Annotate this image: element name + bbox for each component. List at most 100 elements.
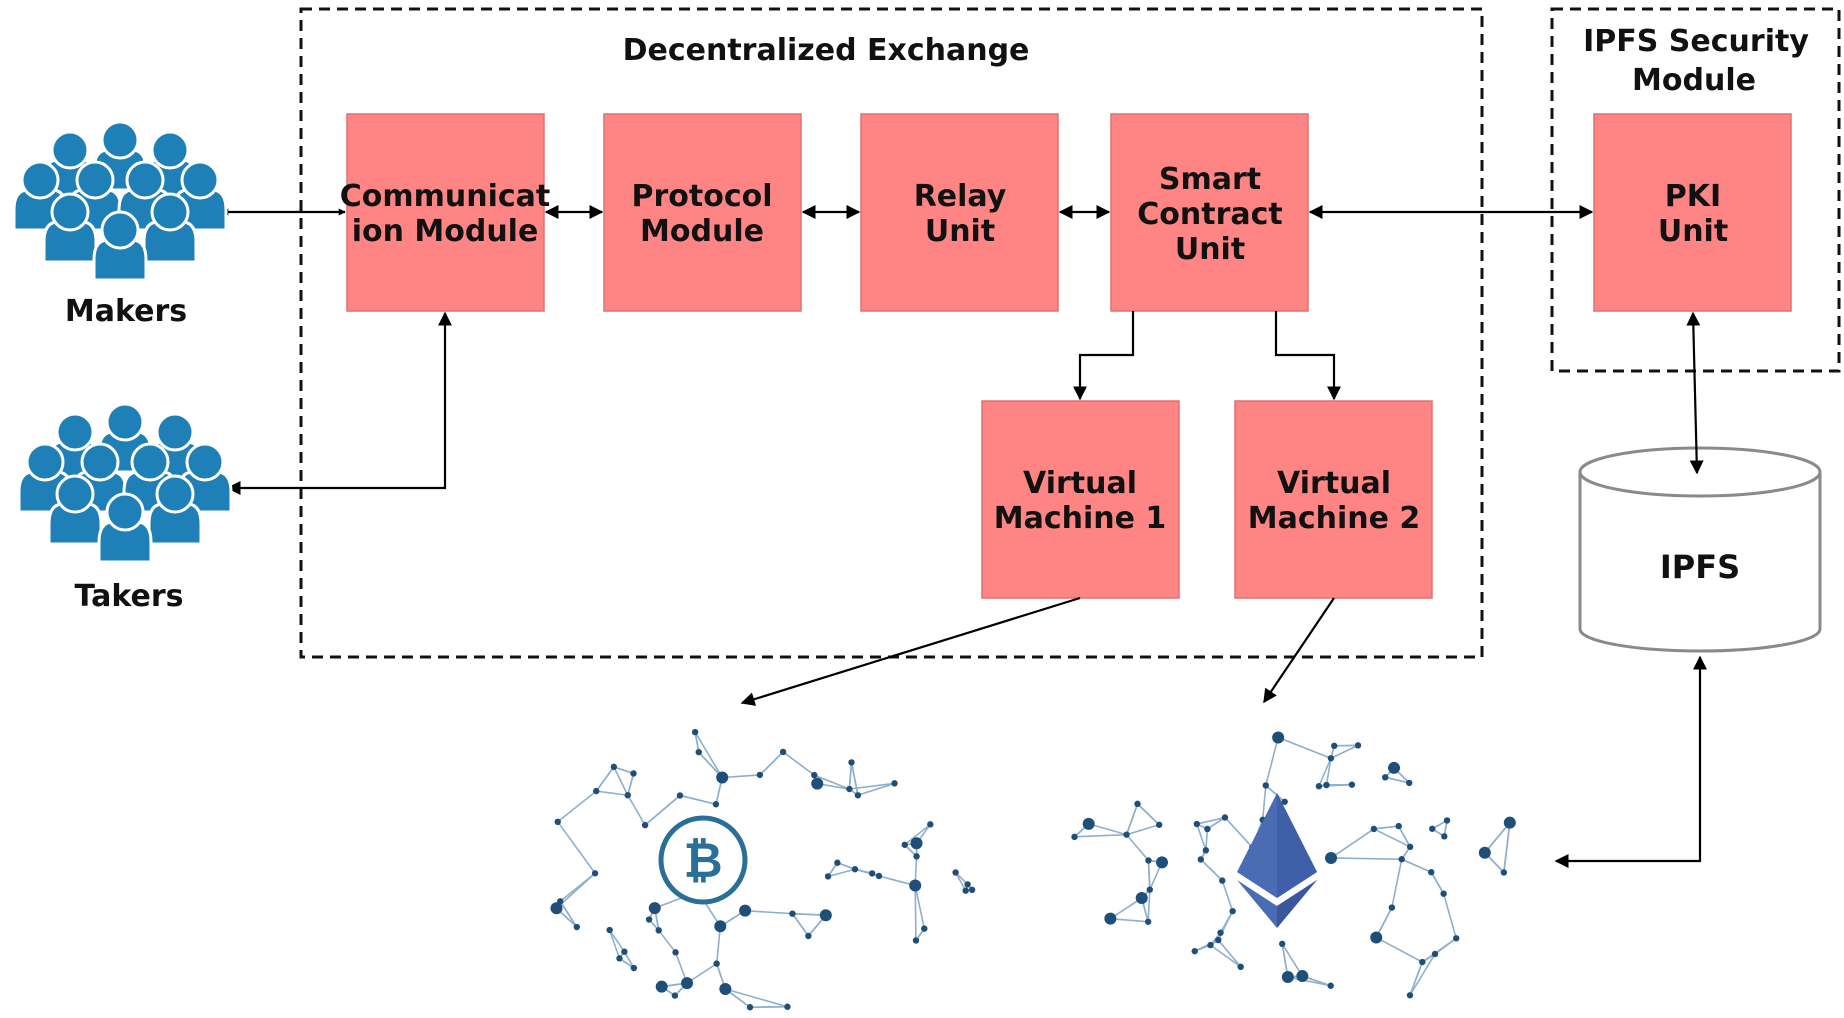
network-node xyxy=(610,763,618,771)
relay-unit-block: Relay Unit xyxy=(860,113,1059,312)
network-node xyxy=(1441,833,1448,840)
network-link xyxy=(1430,871,1445,895)
network-link xyxy=(1391,859,1403,908)
vm2-ethereum-network-arrow xyxy=(1263,597,1335,704)
network-link xyxy=(725,988,788,1008)
network-node xyxy=(1406,992,1414,999)
network-link xyxy=(1224,816,1253,848)
network-node xyxy=(1398,856,1405,863)
network-node xyxy=(851,866,859,873)
person-shape xyxy=(50,130,90,170)
network-node xyxy=(1419,958,1426,966)
network-link xyxy=(848,762,853,790)
network-node xyxy=(1155,821,1163,828)
network-node xyxy=(912,937,920,944)
network-link xyxy=(1398,825,1411,848)
network-node xyxy=(1281,798,1288,805)
network-node xyxy=(641,821,649,829)
pki-unit-block: PKI Unit xyxy=(1593,113,1792,312)
network-node xyxy=(1428,869,1435,876)
network-link xyxy=(1110,917,1149,923)
pki-ipfs-arrow xyxy=(1686,311,1704,475)
network-node xyxy=(1071,833,1078,841)
network-link xyxy=(1265,784,1286,803)
network-node xyxy=(789,910,796,917)
network-node xyxy=(655,927,662,934)
network-link xyxy=(1265,737,1279,786)
ipfs-security-group-title-line-2: Module xyxy=(1632,63,1756,98)
network-node xyxy=(713,960,720,967)
network-node xyxy=(550,902,563,915)
network-node xyxy=(746,1004,754,1011)
protocol-module-label-line-2: Module xyxy=(640,214,764,249)
network-node xyxy=(672,949,679,956)
protocol-module-block: Protocol Module xyxy=(603,113,802,312)
network-link xyxy=(1277,736,1332,760)
person-shape xyxy=(150,192,190,232)
network-node xyxy=(630,964,638,972)
network-node xyxy=(606,926,613,934)
network-link xyxy=(1484,822,1511,854)
network-node xyxy=(805,932,812,940)
network-link xyxy=(1205,828,1209,851)
network-link xyxy=(557,821,596,874)
network-link xyxy=(1375,936,1423,963)
network-node xyxy=(1135,892,1148,905)
network-link xyxy=(857,782,895,797)
person-shape xyxy=(100,210,140,250)
person-shape xyxy=(100,120,140,160)
person-shape xyxy=(185,442,225,482)
network-node xyxy=(962,887,969,894)
network-link xyxy=(1206,816,1226,830)
communication-module-label-line-2: ion Module xyxy=(352,214,539,249)
network-link xyxy=(1217,939,1242,968)
network-link xyxy=(1200,858,1223,882)
makers-label: Makers xyxy=(65,294,187,329)
network-link xyxy=(613,766,634,775)
virtual-machine-2-label-line-2: Machine 2 xyxy=(1248,501,1421,536)
network-node xyxy=(1145,857,1152,864)
network-node xyxy=(1272,731,1285,744)
network-node xyxy=(875,872,883,880)
network-node xyxy=(1191,947,1198,955)
takers-label: Takers xyxy=(75,579,184,614)
network-node xyxy=(1348,781,1356,788)
network-link xyxy=(904,823,931,846)
network-node xyxy=(756,771,764,779)
network-link xyxy=(608,929,626,953)
network-node xyxy=(624,792,631,799)
network-node xyxy=(648,902,661,915)
network-link xyxy=(694,731,700,753)
network-node xyxy=(1443,817,1451,824)
network-node xyxy=(846,785,853,793)
network-node xyxy=(1327,755,1335,762)
network-node xyxy=(1296,970,1309,983)
network-node xyxy=(1219,877,1226,884)
relay-unit-label-line-2: Unit xyxy=(925,214,995,249)
network-link xyxy=(557,790,597,823)
network-node xyxy=(1207,941,1214,949)
bitcoin-network xyxy=(550,728,976,1011)
person-shape xyxy=(25,442,65,482)
person-shape xyxy=(125,160,165,200)
network-link xyxy=(1196,823,1207,851)
network-node xyxy=(1388,904,1396,911)
network-node xyxy=(716,771,729,784)
makers-people-icon xyxy=(12,120,228,282)
network-node xyxy=(621,948,628,955)
network-link xyxy=(679,794,717,806)
network-node xyxy=(1278,940,1286,948)
network-link xyxy=(1409,953,1436,996)
network-node xyxy=(1134,800,1141,808)
network-node xyxy=(691,728,699,736)
person-shape xyxy=(105,492,145,532)
network-link xyxy=(1125,803,1139,835)
network-link xyxy=(595,766,615,792)
network-node xyxy=(712,801,720,808)
person-shape xyxy=(75,160,115,200)
ethereum-icon xyxy=(1237,793,1317,928)
network-node xyxy=(1229,907,1236,915)
network-link xyxy=(850,762,859,796)
network-node xyxy=(819,909,832,922)
network-node xyxy=(1144,918,1152,925)
